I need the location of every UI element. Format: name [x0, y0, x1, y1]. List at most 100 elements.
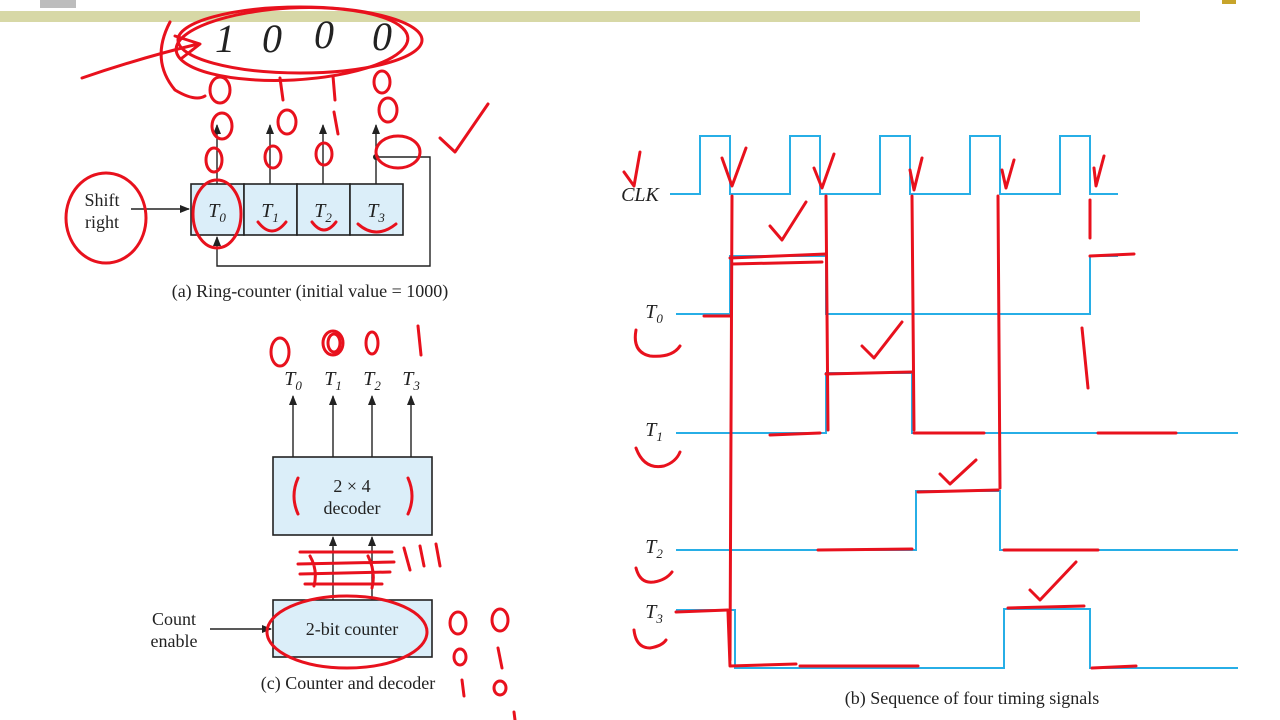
ink-check-top: [438, 102, 490, 154]
ink-loop-left: [159, 20, 207, 100]
decoder-box: [272, 456, 433, 536]
ink-tick-c2b: [332, 110, 340, 136]
ring-counter: Shift right T0 T1 T2 T3 (a) Ring-counter…: [84, 124, 449, 302]
ink-seq-b2: [496, 646, 504, 670]
clk-waveform: [670, 135, 1118, 195]
cell-label-t3: T3: [367, 200, 385, 225]
handwritten-annotations: 1 0 0 0: [64, 5, 1178, 720]
decoder-output-t1: T1: [324, 368, 342, 393]
ink-bit-0: 1: [215, 16, 235, 61]
ink-clk-v2: [812, 152, 836, 190]
ink-tick-c1a: [278, 76, 285, 102]
decoder-output-t3: T3: [402, 368, 420, 393]
ink-clk-v5: [1092, 154, 1106, 188]
t2-waveform: [676, 490, 1238, 551]
feedback-wire: [213, 156, 431, 267]
decoder-output-t0: T0: [284, 368, 302, 393]
cell-label-t1: T1: [261, 200, 279, 225]
ink-t2-low: [816, 547, 1100, 552]
ink-label-mark-t0: [633, 328, 682, 358]
ink-edge-1: [728, 194, 734, 662]
timing-caption: (b) Sequence of four timing signals: [845, 688, 1099, 709]
ink-clk-v4: [1000, 158, 1016, 190]
signal-label-t1: T1: [645, 419, 663, 444]
ink-seq-b4: [512, 710, 517, 720]
ink-edge-4: [996, 194, 1002, 490]
ink-t0-check: [768, 200, 808, 242]
ink-clk-v1: [720, 146, 748, 188]
header-bar: [0, 11, 1140, 22]
ink-t2-high: [916, 488, 1000, 494]
corner-mark: [1222, 0, 1236, 4]
decoder-label-line1: 2 × 4: [333, 476, 370, 496]
cell-label-t0: T0: [208, 200, 226, 225]
ink-t0-high: [728, 252, 828, 266]
ink-seq-a2: [452, 647, 468, 667]
ink-oval-c0a: [208, 75, 232, 105]
ink-t1-check: [860, 320, 904, 360]
clk-label: CLK: [621, 184, 660, 206]
ink-oval-c2c: [314, 141, 334, 167]
ink-oval-c3a: [372, 69, 392, 95]
ink-smile-t3: [356, 222, 398, 234]
ink-edge-3: [910, 194, 916, 432]
signal-label-t3: T3: [645, 601, 663, 626]
ink-label-mark-t1: [634, 446, 682, 469]
ink-smile-t2: [310, 220, 338, 232]
ink-smile-t1: [256, 220, 288, 233]
ink-clk-v3: [908, 156, 924, 192]
ink-oval-c1c: [263, 144, 283, 170]
counter-decoder-caption: (c) Counter and decoder: [261, 673, 435, 694]
ink-clk-check: [622, 150, 642, 188]
ink-oval-c0b: [210, 111, 234, 141]
ink-out-0: [269, 336, 291, 368]
counter-decoder: T0 T1 T2 T3 2 × 4 decoder 2-bit counter …: [151, 368, 436, 694]
ink-t1-low: [768, 431, 1178, 437]
t1-waveform: [676, 372, 1238, 434]
ink-t3-low: [726, 610, 1138, 670]
timing-diagram: CLK T0 T1 T2 T3 (b) Sequence of four tim…: [621, 135, 1238, 709]
signal-label-t2: T2: [645, 536, 663, 561]
ink-bit-2: 0: [314, 12, 334, 57]
ink-oval-counter: [265, 594, 429, 670]
ink-arrow-left: [80, 34, 202, 80]
ink-scribble: [296, 550, 396, 590]
ink-oval-c0c: [204, 146, 224, 174]
ink-t2-check: [938, 458, 978, 486]
ink-paren-left: [292, 476, 300, 516]
ink-bit-3: 0: [372, 14, 392, 59]
ink-out-1: [321, 329, 345, 357]
header-square: [40, 0, 76, 8]
ink-tick-c2a: [331, 74, 337, 102]
ink-oval-c1b: [276, 108, 298, 136]
ink-oval-c3c: [374, 134, 422, 170]
ink-label-mark-t3: [632, 628, 668, 650]
ink-out-1b: [326, 332, 342, 354]
ink-seq-b3: [492, 679, 508, 697]
ink-seq-a3: [460, 678, 466, 698]
decoder-output-t2: T2: [363, 368, 381, 393]
ink-ticks-right: [402, 542, 442, 572]
ink-oval-c3b: [377, 96, 399, 124]
ink-out-3: [416, 324, 423, 357]
shift-label-line2: right: [85, 212, 119, 232]
ink-edge-5: [1080, 198, 1092, 390]
signal-label-t0: T0: [645, 301, 663, 326]
ink-edge-2: [824, 194, 830, 432]
ring-counter-caption: (a) Ring-counter (initial value = 1000): [172, 281, 449, 302]
ink-label-mark-t2: [634, 566, 674, 584]
ink-seq-b1: [490, 607, 510, 633]
ink-bit-1: 0: [262, 16, 282, 61]
ink-t3-high: [674, 604, 1086, 614]
ink-t0-rise: [1088, 252, 1136, 258]
ink-seq-a1: [448, 610, 468, 636]
cell-label-t2: T2: [314, 200, 332, 225]
enable-label-line2: enable: [151, 631, 198, 651]
decoder-label-line2: decoder: [324, 498, 381, 518]
ink-oval-shift: [64, 171, 148, 265]
counter-box: [272, 599, 433, 658]
ink-t1-high: [824, 370, 914, 376]
counter-label: 2-bit counter: [306, 619, 398, 639]
t3-waveform: [676, 608, 1238, 669]
